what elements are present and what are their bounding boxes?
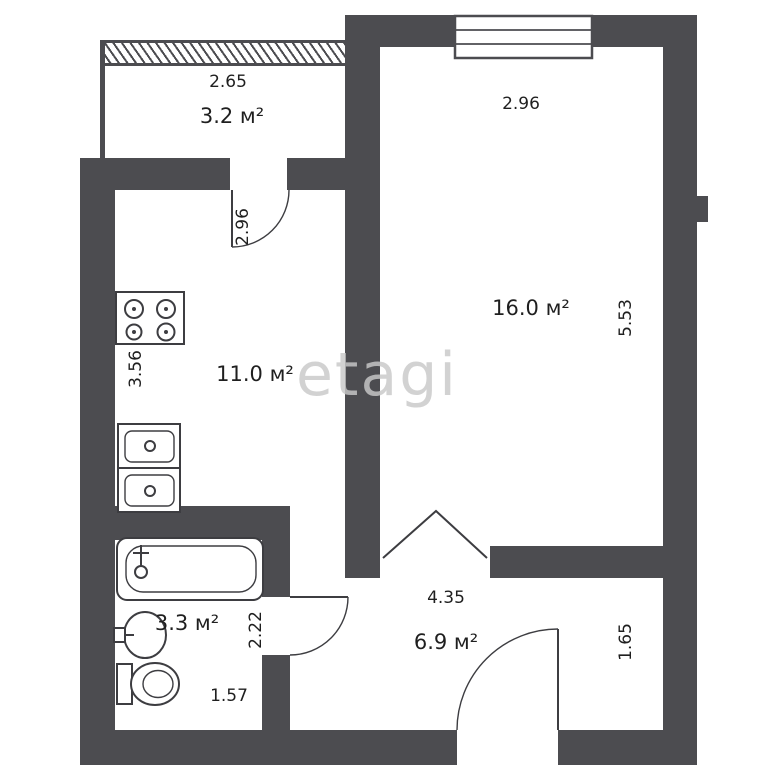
- wall-left: [80, 158, 115, 765]
- living-area-label: 16.0 м²: [492, 296, 570, 320]
- wall-bottom-left: [80, 730, 457, 765]
- hallway-depth-dim: 1.65: [616, 623, 636, 661]
- living-double-door: [382, 509, 488, 559]
- entry-door: [456, 628, 559, 731]
- bathtub: [116, 537, 264, 601]
- stove: [115, 291, 185, 345]
- kitchen-entry-dim: 2.96: [233, 208, 253, 246]
- hallway-width-dim: 4.35: [427, 588, 465, 608]
- wall-hall-living: [490, 546, 663, 578]
- balcony-width-dim: 2.65: [209, 72, 247, 92]
- living-window: [453, 14, 594, 60]
- bathroom-width-dim: 1.57: [210, 686, 248, 706]
- balcony-glazing-window: [103, 40, 345, 66]
- wall-bathroom-right-lower: [262, 655, 290, 735]
- toilet: [116, 662, 180, 706]
- washbasin: [113, 611, 167, 659]
- wall-bottom-right: [558, 730, 697, 765]
- bathroom-door: [289, 596, 349, 656]
- double-sink: [117, 423, 181, 513]
- wall-bathroom-right-upper: [262, 506, 290, 597]
- kitchen-area-label: 11.0 м²: [216, 362, 294, 386]
- living-width-dim: 2.96: [502, 94, 540, 114]
- bathroom-area-label: 3.3 м²: [154, 611, 220, 635]
- wall-right-pier: [663, 196, 708, 222]
- watermark: etagi: [296, 340, 458, 410]
- balcony-door: [231, 189, 290, 248]
- kitchen-depth-dim: 3.56: [126, 350, 146, 388]
- wall-right: [663, 15, 697, 765]
- balcony-area-label: 3.2 м²: [199, 104, 265, 128]
- wall-kitchen-living: [345, 47, 380, 578]
- wall-balcony-left-seg: [80, 158, 230, 190]
- balcony-side-wall: [100, 40, 105, 158]
- living-depth-dim: 5.53: [616, 299, 636, 337]
- hallway-area-label: 6.9 м²: [413, 630, 479, 654]
- bathroom-depth-dim: 2.22: [246, 611, 266, 649]
